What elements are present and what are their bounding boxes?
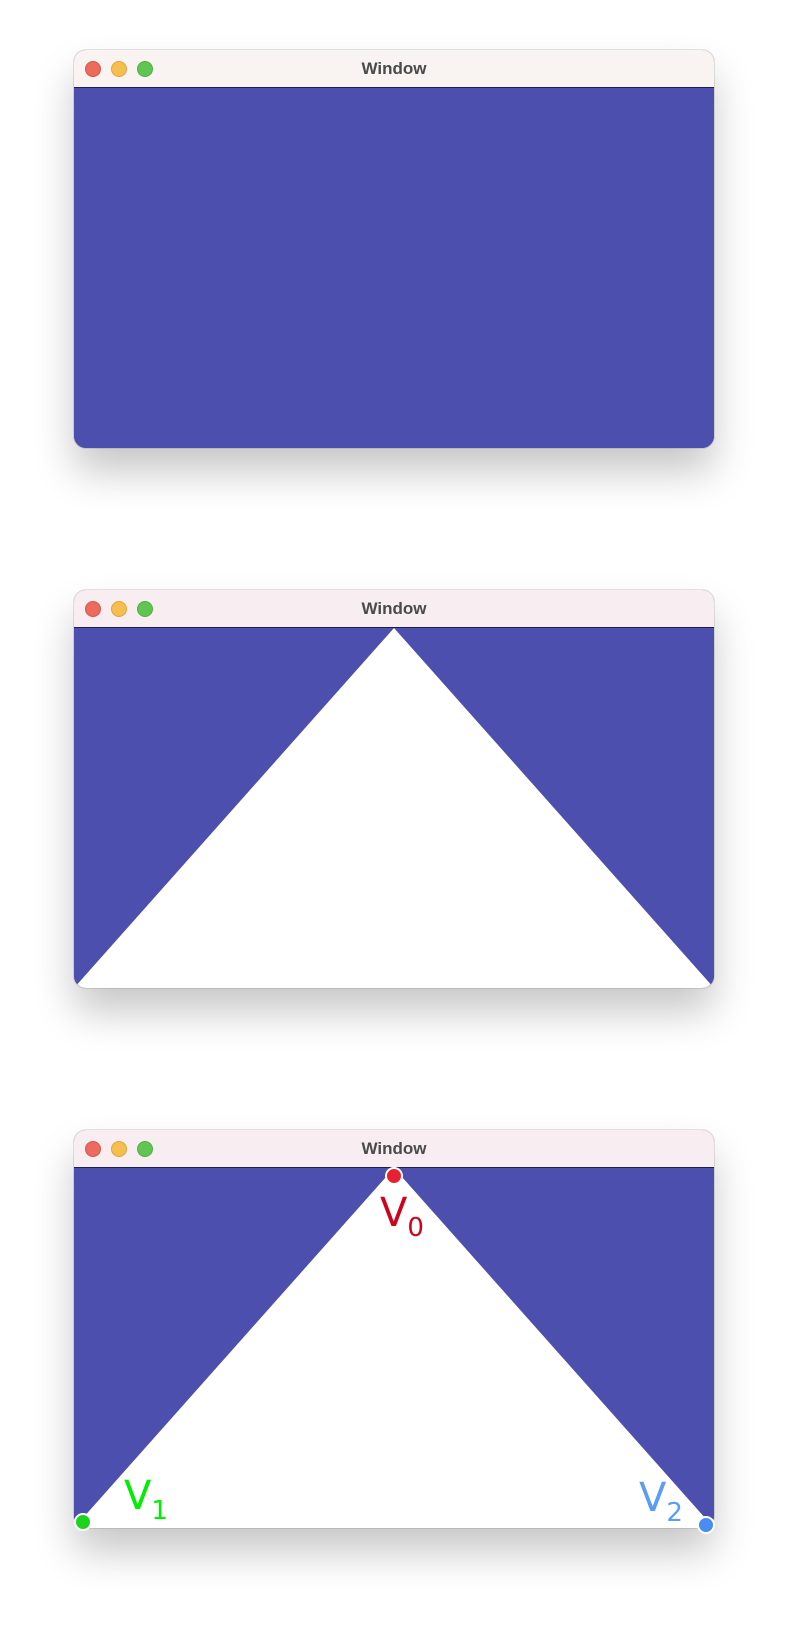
window-titlebar[interactable]: Window [74,590,714,628]
maximize-button[interactable] [137,601,153,617]
window-title: Window [361,599,427,618]
window-titlebar[interactable]: Window [74,1130,714,1168]
close-button[interactable] [85,1141,101,1157]
window-triangle-labeled: Window [74,1130,714,1528]
maximize-button[interactable] [137,1141,153,1157]
minimize-button[interactable] [111,601,127,617]
minimize-button[interactable] [111,61,127,77]
window-clear: Window [74,50,714,448]
render-surface [74,88,714,448]
rendered-triangle [74,628,714,988]
window-titlebar[interactable]: Window [74,50,714,88]
window-title: Window [361,1139,427,1158]
rendered-triangle [74,1168,714,1528]
triangle-canvas [74,628,714,988]
render-surface [74,1168,714,1528]
close-button[interactable] [85,601,101,617]
render-surface [74,628,714,988]
maximize-button[interactable] [137,61,153,77]
window-triangle: Window [74,590,714,988]
window-title: Window [361,59,427,78]
minimize-button[interactable] [111,1141,127,1157]
triangle-canvas [74,1168,714,1528]
close-button[interactable] [85,61,101,77]
